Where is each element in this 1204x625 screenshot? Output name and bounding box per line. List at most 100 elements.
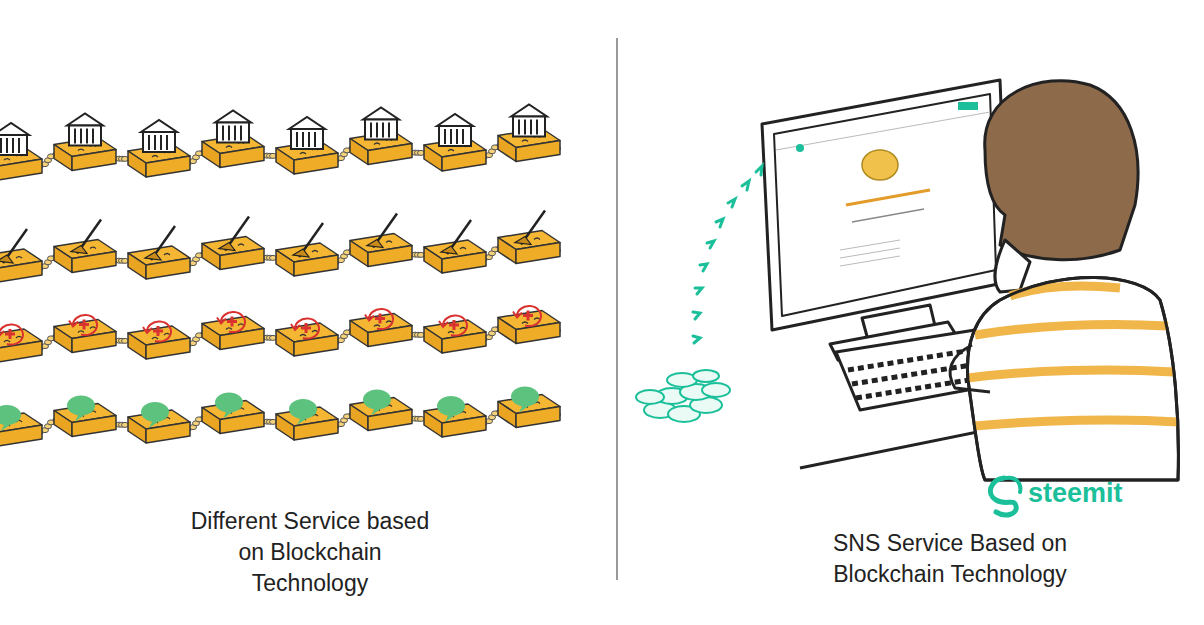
- refresh-arrow: [147, 322, 171, 342]
- dug-soil: [515, 237, 531, 245]
- block-side: [276, 414, 294, 440]
- chain-line: [42, 255, 54, 271]
- bank-column: [518, 120, 520, 135]
- bank-column: [302, 132, 304, 147]
- block-side: [498, 136, 516, 162]
- block-front: [294, 153, 338, 174]
- chat-bubble: [0, 405, 21, 425]
- dug-soil: [441, 246, 457, 254]
- chain-line: [190, 416, 202, 432]
- block-side: [202, 324, 220, 350]
- bank-column: [0, 138, 2, 153]
- block-side: [54, 411, 72, 437]
- bank-column: [86, 129, 88, 144]
- chain-line: [42, 153, 54, 169]
- plus-sign: [227, 317, 237, 327]
- refresh-head: [291, 324, 300, 330]
- block-side: [276, 250, 294, 276]
- brand-logo: steemit: [1028, 480, 1123, 507]
- chat-tail: [149, 420, 158, 428]
- chat-bubble: [67, 396, 95, 416]
- block-front: [220, 249, 264, 270]
- bank-body: [513, 117, 545, 137]
- dug-soil: [145, 252, 161, 260]
- bank-column: [80, 129, 82, 144]
- dug-soil: [293, 249, 309, 257]
- block-side: [202, 244, 220, 270]
- block-front: [220, 147, 264, 168]
- blockchain-row: [0, 387, 561, 447]
- block-front: [294, 335, 338, 356]
- block-front: [0, 159, 42, 180]
- chain-line: [486, 144, 498, 160]
- bank-roof: [437, 114, 473, 126]
- blockchain-row: [0, 211, 561, 283]
- refresh-arrow: [0, 325, 23, 345]
- block-side: [424, 411, 442, 437]
- chain-line: [338, 329, 350, 345]
- reward-arrow: [693, 166, 762, 343]
- plus-sign: [5, 329, 15, 339]
- plus-sign: [449, 320, 459, 330]
- chat-bubble: [363, 390, 391, 410]
- bank-body: [439, 126, 471, 146]
- block-front: [442, 332, 486, 353]
- block-front: [516, 141, 560, 162]
- block-front: [368, 326, 412, 347]
- bank-roof: [215, 111, 251, 123]
- chat-tail: [1, 423, 10, 431]
- blockchain-rows: [0, 105, 561, 447]
- bank-column: [154, 135, 156, 150]
- chain-line: [42, 335, 54, 351]
- bank-column: [6, 138, 8, 153]
- bank-column: [456, 129, 458, 144]
- block-front: [0, 261, 42, 282]
- block-side: [54, 145, 72, 171]
- bank-body: [217, 123, 249, 143]
- block-side: [350, 405, 368, 431]
- block-front: [146, 156, 190, 177]
- bank-column: [296, 132, 298, 147]
- block-front: [0, 425, 42, 446]
- refresh-arrow: [295, 319, 319, 339]
- chat-tail: [445, 414, 454, 422]
- block-side: [128, 151, 146, 177]
- refresh-arrow: [517, 306, 541, 326]
- bank-column: [18, 138, 20, 153]
- refresh-head: [439, 321, 448, 327]
- dug-soil: [367, 240, 383, 248]
- refresh-head: [217, 318, 226, 324]
- refresh-head: [69, 321, 78, 327]
- bank-roof: [289, 117, 325, 129]
- plus-sign: [375, 314, 385, 324]
- block-side: [128, 417, 146, 443]
- block-front: [72, 150, 116, 171]
- plus-sign: [523, 311, 533, 321]
- dug-soil: [219, 243, 235, 251]
- block-side: [350, 321, 368, 347]
- bank-roof: [67, 114, 103, 126]
- refresh-head: [0, 330, 4, 336]
- steemit-icon: [990, 478, 1020, 515]
- block-front: [516, 323, 560, 344]
- block-side: [498, 402, 516, 428]
- bank-roof: [0, 123, 29, 135]
- refresh-head: [143, 327, 152, 333]
- divider-line: [616, 38, 617, 580]
- chat-bubble: [141, 402, 169, 422]
- bank-column: [388, 123, 390, 138]
- chain-line: [486, 410, 498, 426]
- refresh-arrow: [443, 316, 467, 336]
- dug-soil: [71, 246, 87, 254]
- bank-column: [524, 120, 526, 135]
- bank-column: [536, 120, 538, 135]
- block-side: [202, 142, 220, 168]
- bank-column: [228, 126, 230, 141]
- block-side: [498, 238, 516, 264]
- block-side: [498, 318, 516, 344]
- block-side: [54, 327, 72, 353]
- person: [950, 81, 1178, 480]
- bank-column: [166, 135, 168, 150]
- dug-soil: [0, 255, 13, 263]
- bank-column: [160, 135, 162, 150]
